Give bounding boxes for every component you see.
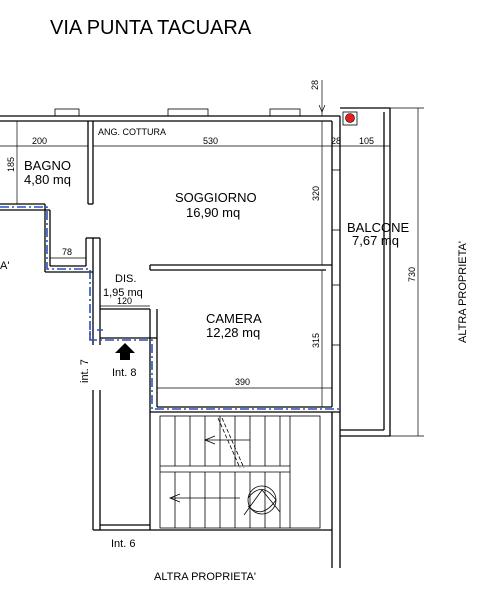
dim-390: 390 (235, 377, 250, 387)
label-altra-proprieta-bottom: ALTRA PROPRIETA' (154, 571, 256, 583)
dim-530: 530 (203, 136, 218, 146)
room-soggiorno-name: SOGGIORNO (175, 190, 257, 205)
walls (0, 107, 391, 568)
room-bagno-name: BAGNO (24, 158, 71, 173)
plan-title: VIA PUNTA TACUARA (50, 17, 252, 39)
label-int-6: Int. 6 (111, 538, 135, 550)
dim-200: 200 (32, 136, 47, 146)
room-dis-name: DIS. (115, 273, 136, 285)
room-dis-area: 1,95 mq (103, 287, 143, 299)
room-camera-area: 12,28 mq (206, 325, 260, 340)
room-bagno-area: 4,80 mq (24, 172, 71, 187)
label-int-8: Int. 8 (112, 367, 136, 379)
dim-120: 120 (117, 296, 132, 306)
room-soggiorno-area: 16,90 mq (186, 205, 240, 220)
room-camera-name: CAMERA (206, 311, 262, 326)
dim-28: 28 (331, 136, 341, 146)
label-altra-proprieta-left-fragment: A' (0, 260, 9, 272)
room-balcone-name: BALCONE (347, 220, 409, 235)
property-boundary (0, 206, 342, 410)
label-altra-proprieta-right: ALTRA PROPRIETA' (457, 241, 469, 343)
dimension-lines (0, 80, 424, 437)
dim-105: 105 (359, 136, 374, 146)
room-balcone-area: 7,67 mq (352, 233, 399, 248)
dim-185: 185 (6, 157, 16, 172)
staircase (159, 415, 321, 529)
dim-78: 78 (62, 247, 72, 257)
dim-320: 320 (311, 186, 321, 201)
dim-top-28: 28 (310, 80, 320, 90)
dim-730: 730 (407, 267, 417, 282)
entrance-arrow-icon (115, 343, 135, 360)
label-int-7: int. 7 (79, 359, 91, 383)
label-ang-cottura: ANG. COTTURA (98, 127, 166, 137)
boiler-marker-icon (342, 111, 358, 126)
dim-315: 315 (311, 333, 321, 348)
